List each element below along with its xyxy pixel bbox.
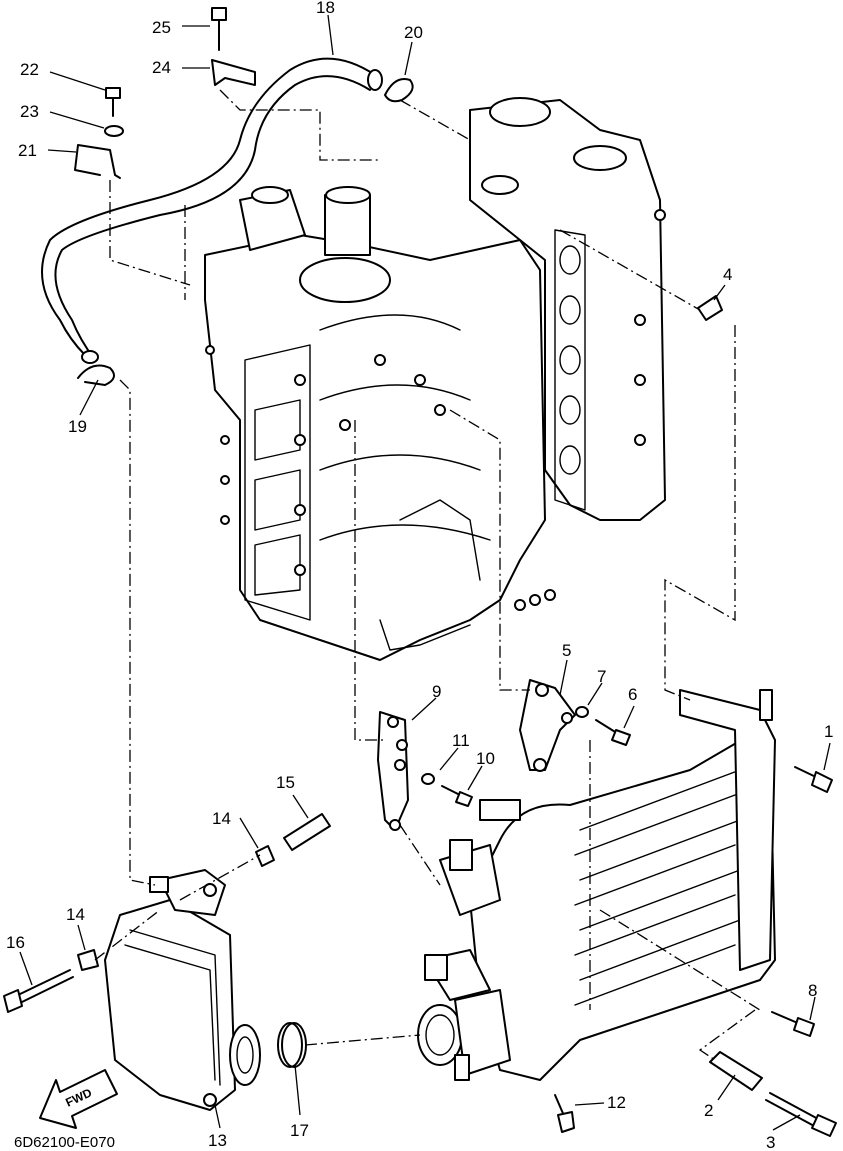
callout-19: 19	[68, 417, 87, 436]
callout-15: 15	[276, 773, 295, 792]
callout-5: 5	[562, 641, 571, 660]
callout-13: 13	[208, 1131, 227, 1150]
callout-14-upper: 14	[212, 809, 231, 828]
bolt-6	[595, 719, 631, 746]
washer-23	[104, 125, 124, 137]
callout-7: 7	[597, 667, 606, 686]
bracket-5	[519, 679, 576, 771]
callout-11: 11	[452, 731, 470, 750]
clamp-19	[77, 364, 115, 386]
intake-silencer	[104, 869, 261, 1111]
callout-23: 23	[20, 102, 39, 121]
intake-manifold	[417, 689, 776, 1081]
callout-25: 25	[152, 18, 171, 37]
callout-18: 18	[316, 0, 335, 17]
callout-14-lower: 14	[66, 905, 85, 924]
callout-10: 10	[476, 749, 495, 768]
washer-7	[575, 706, 589, 718]
callout-4: 4	[723, 265, 732, 284]
callout-17: 17	[290, 1121, 309, 1140]
fwd-arrow-icon: FWD	[39, 1069, 118, 1129]
callout-24: 24	[152, 58, 171, 77]
callout-20: 20	[404, 23, 423, 42]
callout-1: 1	[824, 722, 833, 741]
callout-2: 2	[704, 1101, 713, 1120]
callout-16: 16	[6, 933, 25, 952]
bracket-9	[377, 711, 409, 831]
callout-21: 21	[18, 141, 37, 160]
callout-6: 6	[628, 685, 637, 704]
bolt-3	[765, 1092, 837, 1137]
bolt-10	[441, 785, 473, 807]
grommet-14a	[255, 845, 275, 867]
bolt-22	[105, 87, 121, 117]
collar-2	[709, 1051, 763, 1091]
bolt-8	[771, 1011, 815, 1037]
bolt-1	[794, 766, 833, 793]
diagram-code: 6D62100-E070	[14, 1134, 115, 1151]
clamp-21	[74, 144, 121, 179]
bolt-16	[3, 969, 74, 1013]
dowel-4	[697, 295, 723, 321]
bracket-24	[211, 59, 256, 86]
clamp-17	[277, 1022, 307, 1068]
breather-hose	[41, 57, 383, 364]
collar-15	[283, 813, 331, 851]
clip-20	[384, 78, 414, 103]
bolt-12	[554, 1094, 575, 1133]
grommet-14b	[77, 949, 99, 971]
leader-lines	[19, 14, 831, 1131]
bolt-25	[211, 7, 227, 51]
callouts: 25 18 20 24 22 23 21 19 4 5 7 6 9 11 10 …	[6, 0, 833, 1151]
callout-22: 22	[20, 60, 39, 79]
callout-9: 9	[432, 682, 441, 701]
washer-11	[421, 773, 435, 785]
callout-3: 3	[766, 1133, 775, 1151]
callout-8: 8	[808, 981, 817, 1000]
cylinder-block	[204, 97, 666, 661]
reference-lines	[94, 89, 761, 1061]
callout-12: 12	[607, 1093, 626, 1112]
